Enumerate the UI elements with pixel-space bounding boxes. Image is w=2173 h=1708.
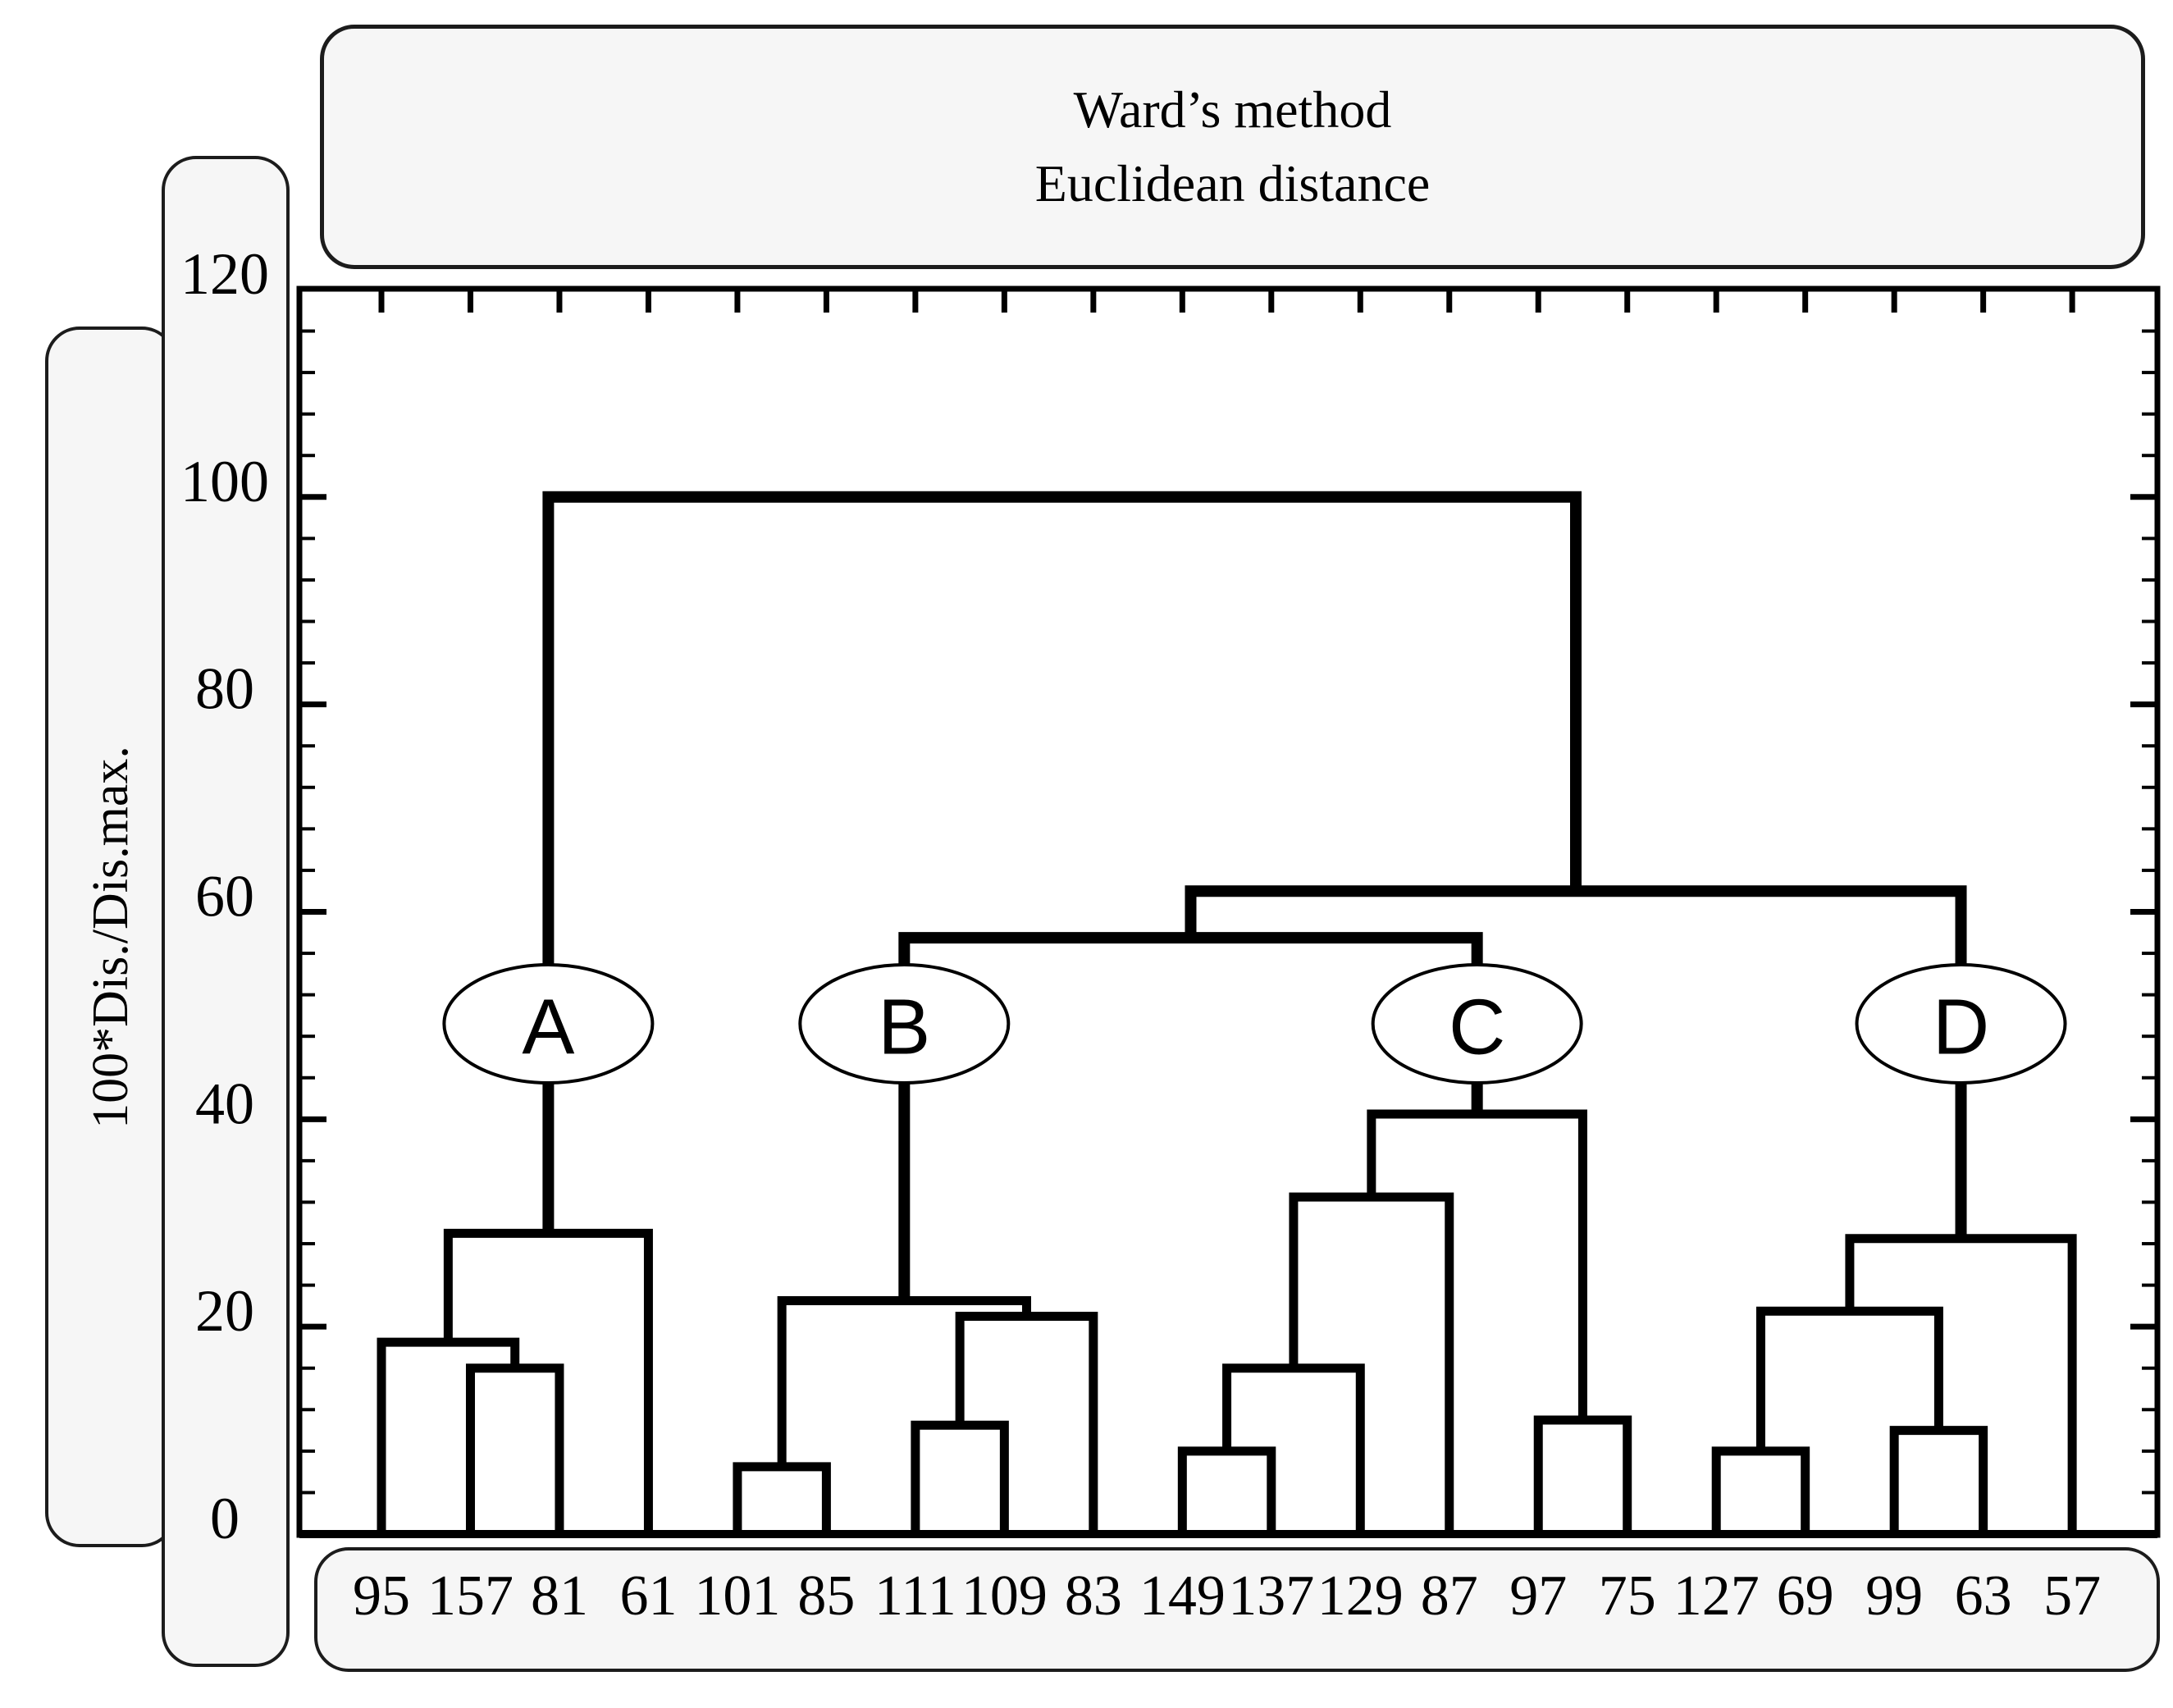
merge-link-n5 [955, 1312, 1098, 1534]
merge-link-n1 [465, 1363, 564, 1534]
merge-link-n7 [1222, 1363, 1365, 1534]
merge-link-B [777, 1296, 1031, 1467]
y-tick-label-box [162, 156, 290, 1667]
cluster-ellipse-C [1371, 963, 1583, 1085]
merge-link-n9 [1533, 1415, 1632, 1534]
cluster-ellipse-D [1855, 963, 2067, 1085]
merge-link-n12 [1755, 1306, 1943, 1451]
cluster-ellipse-A [442, 963, 655, 1085]
merge-link-BC [898, 932, 1483, 1301]
cluster-letter-A: A [522, 984, 574, 1071]
merge-link-root [542, 491, 1582, 1234]
merge-link-n3 [733, 1462, 831, 1534]
merge-link-C [1367, 1109, 1587, 1420]
merge-link-D [1845, 1234, 2077, 1534]
x-leaf-label-box [314, 1547, 2160, 1672]
y-axis-label-box: 100*Dis./Dis.max. [45, 327, 176, 1547]
chart-title-line1: Ward’s method [1073, 80, 1392, 139]
cluster-letter-C: C [1449, 984, 1505, 1071]
merge-link-n8 [1289, 1192, 1454, 1534]
merge-link-BCD [1185, 885, 1967, 1239]
merge-link-n4 [911, 1420, 1009, 1534]
y-axis-label: 100*Dis./Dis.max. [82, 745, 139, 1129]
merge-link-n6 [1177, 1446, 1276, 1534]
cluster-letter-B: B [878, 984, 930, 1071]
merge-link-n11 [1889, 1426, 1988, 1534]
plot-frame [296, 285, 2161, 1538]
cluster-ellipse-B [798, 963, 1011, 1085]
merge-link-n2 [377, 1337, 520, 1534]
chart-title-line2: Euclidean distance [1034, 154, 1431, 212]
merge-link-n10 [1711, 1446, 1810, 1534]
merge-link-A [443, 1228, 653, 1534]
title-box: Ward’s method Euclidean distance [320, 25, 2145, 269]
cluster-letter-D: D [1933, 984, 1989, 1071]
